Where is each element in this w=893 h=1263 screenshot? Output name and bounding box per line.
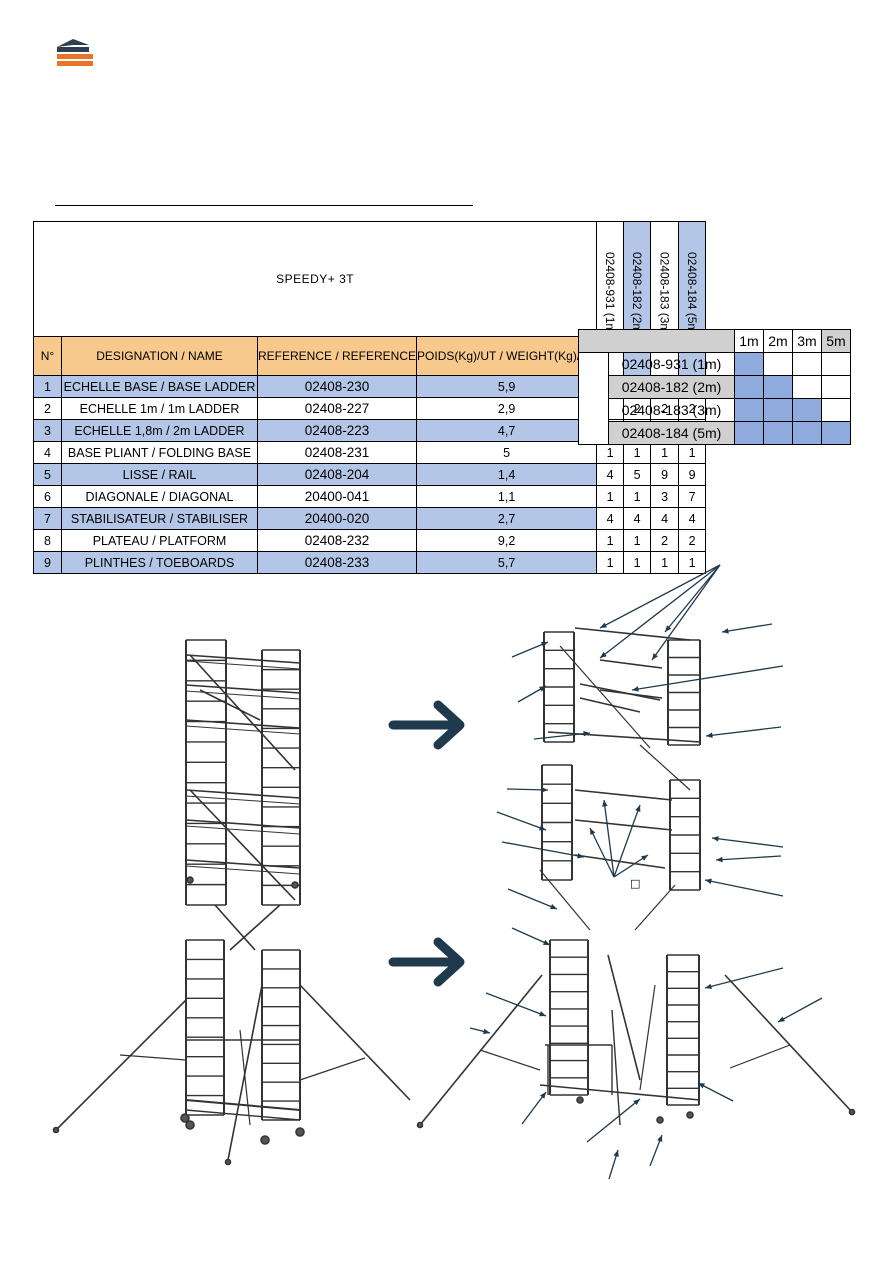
height-cell-filled [763,421,793,445]
height-cell-filled [792,398,822,422]
row-reference: 02408-230 [256,375,418,398]
height-row: 02408-931 (1m) [578,352,851,445]
small-mark: □ [630,877,640,890]
height-cell-empty [821,375,851,399]
height-column-header: 3m [792,329,822,353]
row-designation: ECHELLE 1,8m / 2m LADDER [61,419,258,442]
row-reference: 02408-227 [256,397,418,420]
row-quantity: 2 [678,529,707,552]
row-quantity: 4 [678,507,707,530]
height-cell-filled [734,398,764,422]
row-number: 7 [33,507,62,530]
height-cell-empty [821,352,851,376]
row-reference: 02408-204 [256,463,418,486]
assembly-arrow-2 [388,937,465,987]
row-reference: 02408-232 [256,529,418,552]
col-header-num: N° [33,336,62,376]
row-reference: 02408-233 [256,551,418,574]
row-weight: 1,1 [416,485,598,508]
title-rule [55,205,473,206]
product-title: SPEEDY+ 3T [32,221,598,337]
row-reference: 02408-223 [256,419,418,442]
row-reference: 20400-020 [256,507,418,530]
col-header-weight: POIDS(Kg)/UT / WEIGHT(Kg)/UT [416,336,598,376]
row-number: 9 [33,551,62,574]
height-row-label: 02408-183 (3m) [608,398,735,422]
row-weight: 1,4 [416,463,598,486]
row-designation: BASE PLIANT / FOLDING BASE [61,441,258,464]
row-designation: LISSE / RAIL [61,463,258,486]
height-row-label: 02408-182 (2m) [608,375,735,399]
row-quantity: 1 [650,551,680,574]
row-reference: 02408-231 [256,441,418,464]
assembly-arrow-1 [388,700,465,750]
height-cell-empty [792,375,822,399]
height-row-spacer [578,352,609,445]
height-column-header: 5m [821,329,851,353]
row-weight: 5,7 [416,551,598,574]
row-weight: 4,7 [416,419,598,442]
row-designation: PLATEAU / PLATFORM [61,529,258,552]
height-row: 02408-183 (3m) [579,398,851,422]
row-designation: ECHELLE BASE / BASE LADDER [61,375,258,398]
company-logo [57,39,93,66]
row-weight: 2,9 [416,397,598,420]
height-cell-filled [792,421,822,445]
row-quantity: 1 [678,551,707,574]
height-cell-filled [821,421,851,445]
height-row: 02408-184 (5m) [579,421,851,445]
height-row: 02408-182 (2m) [579,375,851,399]
row-weight: 2,7 [416,507,598,530]
height-row-label: 02408-184 (5m) [608,421,735,445]
row-number: 2 [33,397,62,420]
col-header-designation: DESIGNATION / NAME [61,336,258,376]
row-designation: PLINTHES / TOEBOARDS [61,551,258,574]
height-column-header: 1m [734,329,764,353]
height-cell-filled [734,421,764,445]
height-column-header: 2m [763,329,793,353]
row-weight: 5,9 [416,375,598,398]
row-designation: STABILISATEUR / STABILISER [61,507,258,530]
height-cell-filled [734,375,764,399]
row-designation: DIAGONALE / DIAGONAL [61,485,258,508]
height-table-corner [578,329,735,353]
row-number: 3 [33,419,62,442]
